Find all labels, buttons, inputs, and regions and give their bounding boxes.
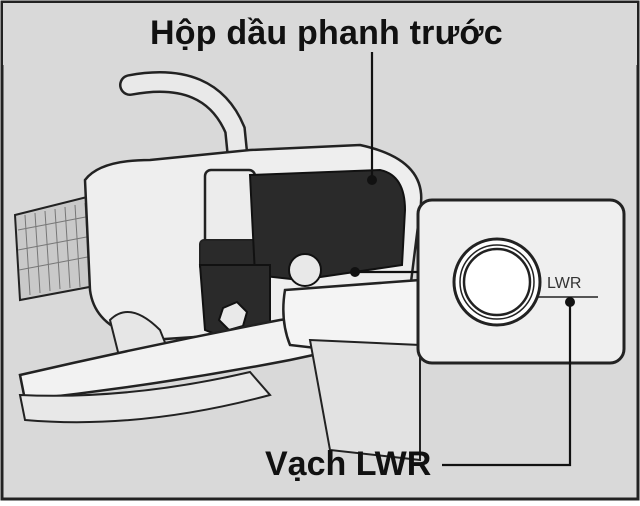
reservoir-sight-window <box>288 253 322 287</box>
title-strip <box>3 3 637 65</box>
hose-fitting <box>203 168 257 252</box>
lower-mark-label: Vạch LWR <box>265 445 432 483</box>
lwr-leader-line <box>442 302 572 467</box>
handlebar-grip <box>13 193 102 302</box>
inset-lwr-text: LWR <box>547 275 582 292</box>
reservoir-label: Hộp dầu phanh trước <box>150 14 503 52</box>
reservoir-body <box>248 168 407 282</box>
